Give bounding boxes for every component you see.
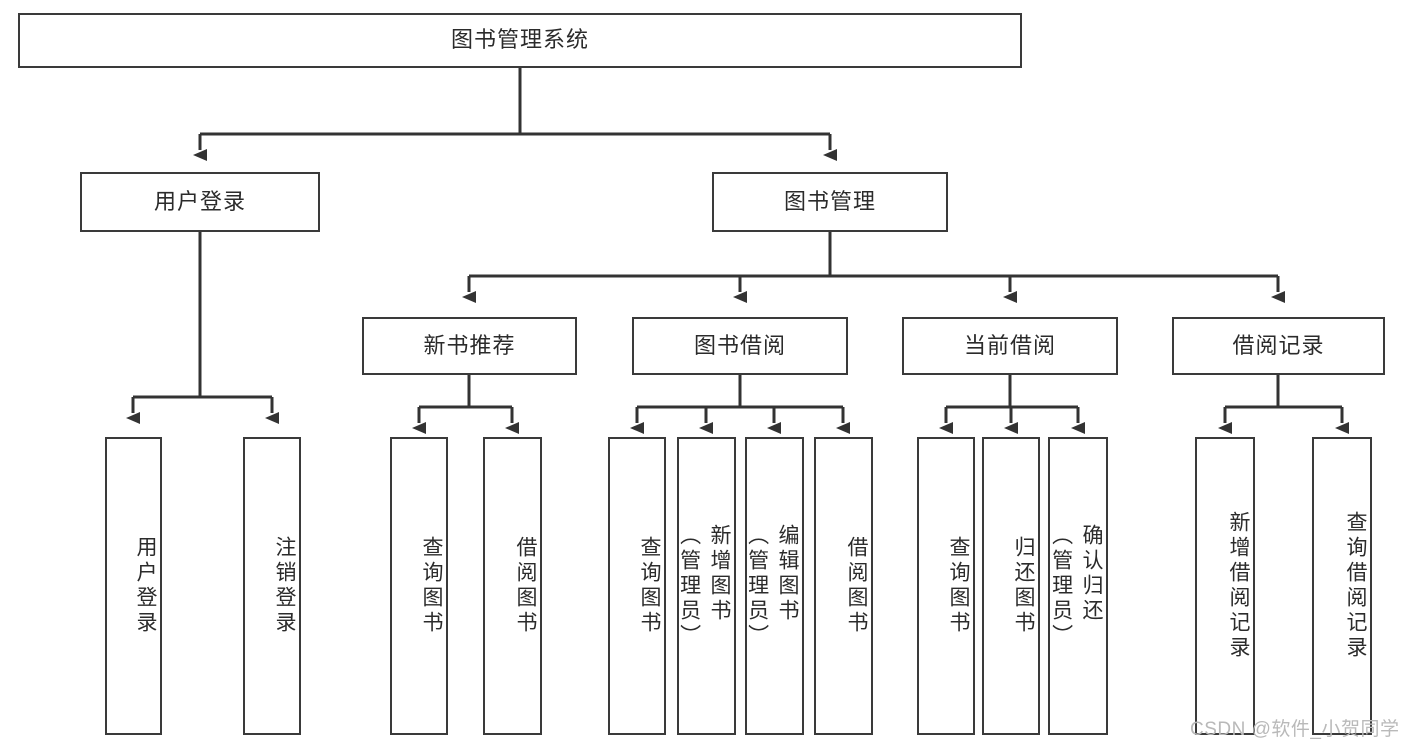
node-label: 查询图书	[947, 536, 970, 636]
node-label: 查询借阅记录	[1344, 511, 1367, 661]
connector-group	[126, 68, 1349, 434]
node-label: 当前借阅	[963, 332, 1056, 358]
leaf-node-编辑图书-管理员[interactable]: 编辑图书 （管理员）	[745, 437, 804, 735]
level2-node-图书管理[interactable]: 图书管理	[712, 172, 948, 232]
leaf-node-注销登录[interactable]: 注销登录	[243, 437, 301, 735]
level2-node-用户登录[interactable]: 用户登录	[80, 172, 320, 232]
node-label: 借阅图书	[845, 536, 868, 636]
node-label: 新增借阅记录	[1227, 511, 1250, 661]
node-label: 注销登录	[273, 536, 296, 636]
node-label: 新增图书 （管理员）	[677, 523, 731, 649]
leaf-node-归还图书[interactable]: 归还图书	[982, 437, 1040, 735]
level3-node-新书推荐[interactable]: 新书推荐	[362, 317, 577, 375]
node-label: 图书管理	[783, 188, 876, 214]
node-label: 图书管理系统	[450, 27, 589, 53]
node-label: 借阅图书	[514, 536, 537, 636]
leaf-node-借阅图书[interactable]: 借阅图书	[483, 437, 542, 735]
leaf-node-查询图书[interactable]: 查询图书	[917, 437, 975, 735]
leaf-node-确认归还-管理员[interactable]: 确认归还 （管理员）	[1048, 437, 1108, 735]
node-label: 借阅记录	[1232, 332, 1325, 358]
node-label: 归还图书	[1012, 536, 1035, 636]
node-label: 编辑图书 （管理员）	[745, 523, 799, 649]
node-label: 用户登录	[134, 536, 157, 636]
node-label: 查询图书	[638, 536, 661, 636]
node-label: 新书推荐	[423, 332, 516, 358]
level3-node-借阅记录[interactable]: 借阅记录	[1172, 317, 1385, 375]
root-node-图书管理系统[interactable]: 图书管理系统	[18, 13, 1022, 68]
node-label: 查询图书	[420, 536, 443, 636]
leaf-node-查询借阅记录[interactable]: 查询借阅记录	[1312, 437, 1372, 735]
leaf-node-借阅图书[interactable]: 借阅图书	[814, 437, 873, 735]
level3-node-图书借阅[interactable]: 图书借阅	[632, 317, 848, 375]
level3-node-当前借阅[interactable]: 当前借阅	[902, 317, 1118, 375]
leaf-node-新增图书-管理员[interactable]: 新增图书 （管理员）	[677, 437, 736, 735]
leaf-node-查询图书[interactable]: 查询图书	[390, 437, 448, 735]
leaf-node-查询图书[interactable]: 查询图书	[608, 437, 666, 735]
leaf-node-新增借阅记录[interactable]: 新增借阅记录	[1195, 437, 1255, 735]
node-label: 用户登录	[153, 188, 246, 214]
node-label: 确认归还 （管理员）	[1049, 523, 1103, 649]
leaf-node-用户登录[interactable]: 用户登录	[105, 437, 162, 735]
node-label: 图书借阅	[693, 332, 786, 358]
